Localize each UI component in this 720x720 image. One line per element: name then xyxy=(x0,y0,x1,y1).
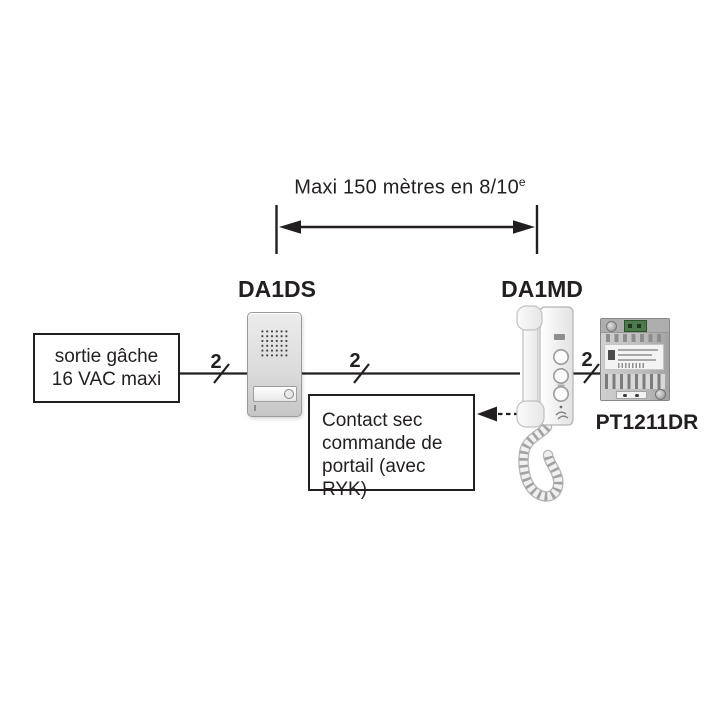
terminal-hole xyxy=(637,323,641,328)
psu-label-line xyxy=(618,349,658,351)
strike-output-box: sortie gâche 16 VAC maxi xyxy=(33,333,180,403)
wire-runs xyxy=(180,363,601,384)
connector-screw xyxy=(623,393,627,397)
button-caption-mark xyxy=(557,384,565,387)
psu-logo-mark xyxy=(608,350,615,360)
psu-label-face xyxy=(604,344,664,370)
tone-speaker-icon xyxy=(555,411,569,420)
gate-contact-line3: portail (avec RYK) xyxy=(322,456,426,500)
speaker-grille-icon xyxy=(260,329,290,358)
talk-button-icon xyxy=(552,386,569,403)
da1md-label: DA1MD xyxy=(501,276,583,302)
psu-screw-icon xyxy=(606,321,617,332)
da1md-interior-station xyxy=(516,305,574,502)
wire-slash-right xyxy=(583,363,600,384)
coiled-cord-icon xyxy=(518,421,564,502)
pt1211dr-power-supply xyxy=(600,318,670,401)
handset-icon xyxy=(516,305,545,428)
door-release-button-icon xyxy=(552,348,569,365)
arrowhead-right-icon xyxy=(513,220,535,234)
wire-count-right: 2 xyxy=(581,349,593,371)
da1ds-label: DA1DS xyxy=(238,276,316,302)
da1ds-door-station xyxy=(247,312,302,417)
doorstation-mark xyxy=(254,405,256,411)
wire-count-left: 2 xyxy=(210,351,222,373)
handset-earpiece xyxy=(516,305,543,331)
strike-output-line2: 16 VAC maxi xyxy=(51,369,162,390)
tone-arc-2 xyxy=(557,415,569,420)
cord-coil-ribs xyxy=(519,423,563,501)
gate-command-arrowhead-icon xyxy=(477,406,497,422)
gate-contact-box: Contact sec commande de portail (avec RY… xyxy=(308,394,475,500)
arrowhead-left-icon xyxy=(279,220,301,234)
wire-slash-middle xyxy=(353,363,370,384)
name-label-window xyxy=(554,334,565,340)
connector-screw xyxy=(635,393,639,397)
handset-mouthpiece xyxy=(516,400,545,428)
pt1211dr-label: PT1211DR xyxy=(595,411,699,434)
dimension-annotation-superscript: e xyxy=(518,175,526,189)
strike-output-line1: sortie gâche xyxy=(54,346,159,367)
led-indicator-icon xyxy=(559,405,563,409)
psu-barcode-mark xyxy=(618,363,644,368)
wire-slash-left xyxy=(213,363,230,384)
gate-contact-line2: commande de xyxy=(322,433,443,454)
psu-screw-icon xyxy=(655,389,666,400)
psu-vent-slots xyxy=(605,374,665,389)
psu-terminal-row xyxy=(606,334,664,342)
psu-bottom-connector xyxy=(616,391,647,399)
terminal-hole xyxy=(628,323,632,328)
call-button-plate xyxy=(253,386,297,402)
dimension-annotation: Maxi 150 mètres en 8/10e xyxy=(200,175,620,200)
option-button-icon xyxy=(552,368,569,385)
gate-command-arrow xyxy=(477,406,520,422)
station-body xyxy=(539,306,574,426)
dimension-annotation-text: Maxi 150 mètres en 8/10 xyxy=(294,176,519,199)
call-button-icon xyxy=(284,389,294,399)
wire-count-middle: 2 xyxy=(349,350,361,372)
psu-label-line xyxy=(618,359,656,361)
psu-green-terminal xyxy=(624,320,647,332)
dimension-arrow xyxy=(275,205,539,254)
psu-label-line xyxy=(618,354,652,356)
gate-contact-line1: Contact sec xyxy=(322,410,423,431)
tone-arc-1 xyxy=(555,411,567,416)
